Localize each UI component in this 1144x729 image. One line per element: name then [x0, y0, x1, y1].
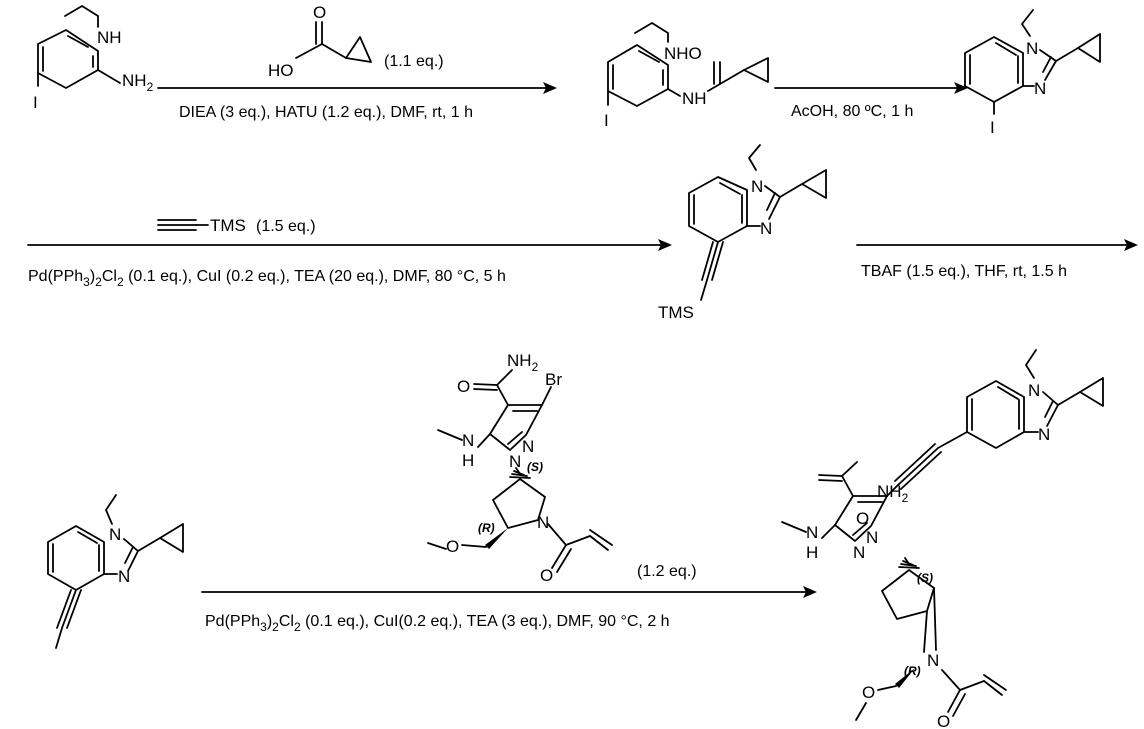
product-n1-label: N	[1028, 381, 1040, 400]
bromine-label: Br	[545, 370, 562, 389]
product-pyrazole-n1-label: N	[853, 543, 865, 562]
step-3-conditions: Pd(PPh3)2Cl2 (0.1 eq.), CuI (0.2 eq.), T…	[28, 268, 506, 289]
step-5-conditions: Pd(PPh3)2Cl2 (0.1 eq.), CuI(0.2 eq.), TE…	[205, 613, 670, 634]
acryloyl-o-label: O	[540, 566, 553, 585]
n1-label: N	[1026, 39, 1038, 58]
pyrrolidine-n-label: N	[537, 513, 549, 532]
product-acryloyl-o-label: O	[937, 712, 950, 729]
product-pyrazole-n2-label: N	[866, 528, 878, 547]
product-pyrrolidine-n-label: N	[927, 651, 939, 670]
hydroxyl-label: HO	[268, 61, 294, 80]
product-n3-label: N	[1038, 425, 1050, 444]
step-1-arrow-group: O HO (1.1 eq.) DIEA (3 eq.), HATU (1.2 e…	[158, 3, 557, 121]
amine-nh-label: NH	[97, 28, 122, 47]
product-methylamino-h-label: H	[806, 543, 818, 562]
carbonyl-o-label: O	[457, 377, 470, 396]
step-3-reagent-eq: (1.5 eq.)	[256, 218, 316, 235]
final-product: N N NH2 O N H N N (S) N (R) O	[782, 350, 1103, 729]
iodine-label: I	[33, 93, 38, 112]
stereo-s-label: (S)	[527, 460, 543, 474]
carbonyl-o-label: O	[313, 3, 326, 22]
iodine-label: I	[990, 118, 995, 137]
product-methylamino-n-label: N	[806, 523, 818, 542]
compound-2-cyclopropanecarboxamide: NHO NH I	[604, 23, 768, 130]
step-5-arrow-group: Br NH2 O N H N N (S) N (R) O	[202, 351, 817, 634]
n1-label: N	[109, 525, 121, 544]
step-3-arrow-group: TMS (1.5 eq.) Pd(PPh3)2Cl2 (0.1 eq.), Cu…	[28, 216, 672, 289]
step-4-arrow-group: TBAF (1.5 eq.), THF, rt, 1.5 h	[857, 239, 1138, 280]
n3-label: N	[118, 567, 130, 586]
step-2-arrow-group: AcOH, 80 ºC, 1 h	[775, 82, 968, 120]
tms-acetylene: TMS	[158, 216, 246, 235]
step-1-reagent-eq: (1.1 eq.)	[384, 53, 444, 70]
stereo-r-label: (R)	[478, 521, 495, 535]
amide-nh-label: NH	[682, 89, 707, 108]
compound-5-ethynylbenzimidazole: N N	[48, 495, 183, 648]
tms-label: TMS	[210, 216, 246, 235]
step-1-conditions: DIEA (3 eq.), HATU (1.2 eq.), DMF, rt, 1…	[179, 104, 473, 121]
cyclopropanecarboxylic-acid: O HO	[268, 3, 371, 80]
product-methoxy-o-label: O	[862, 683, 875, 702]
methoxy-o-label: O	[446, 537, 459, 556]
product-carbonyl-o-label: O	[856, 509, 869, 528]
amine-nh2-label: NH2	[122, 71, 154, 94]
tms-label: TMS	[658, 303, 694, 322]
iodine-label: I	[604, 111, 609, 130]
compound-3-iodobenzimidazole: N N I	[965, 10, 1100, 137]
step-5-reagent-eq: (1.2 eq.)	[637, 563, 697, 580]
compound-1-aminoiodoaniline: NH NH2 I	[33, 6, 154, 112]
amide-nho-label: NHO	[664, 44, 702, 63]
step-4-conditions: TBAF (1.5 eq.), THF, rt, 1.5 h	[861, 263, 1067, 280]
methylamino-n-label: N	[462, 431, 474, 450]
n3-label: N	[760, 219, 772, 238]
n1-label: N	[751, 177, 763, 196]
compound-4-tms-alkyne-benzimidazole: N N TMS	[658, 145, 826, 322]
pyrazole-n2-label: N	[522, 437, 534, 456]
n3-label: N	[1034, 79, 1046, 98]
bromopyrazole-pyrrolidine-reagent: Br NH2 O N H N N (S) N (R) O	[428, 351, 612, 585]
methylamino-h-label: H	[462, 451, 474, 470]
step-2-conditions: AcOH, 80 ºC, 1 h	[791, 103, 913, 120]
